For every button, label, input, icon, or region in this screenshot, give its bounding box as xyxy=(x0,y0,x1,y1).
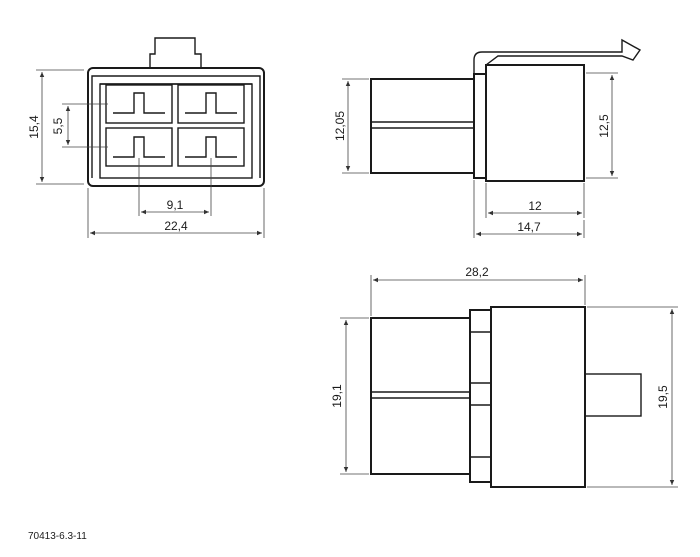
top-latch-tab xyxy=(584,373,642,417)
terminal-top-left xyxy=(113,92,165,114)
side-housing-flange xyxy=(473,73,487,179)
part-code-label: 70413-6.3-11 xyxy=(28,531,87,542)
top-housing-flange xyxy=(469,309,492,483)
dim-housing-height: 12,5 xyxy=(597,114,611,138)
cavity-top-right xyxy=(177,84,245,124)
dim-front-height: 15,4 xyxy=(27,115,41,139)
side-view: 12,05 12,5 12 14,7 xyxy=(333,38,642,238)
dim-top-overall-length: 28,2 xyxy=(465,265,489,279)
dim-plug-width: 19,1 xyxy=(330,384,344,408)
dim-side-overall-length: 14,7 xyxy=(517,220,541,234)
front-view: 15,4 5,5 9,1 22,4 xyxy=(27,37,265,238)
side-latch-arm xyxy=(473,38,642,74)
dim-housing-length: 12 xyxy=(528,199,542,213)
dim-plug-height: 12,05 xyxy=(333,111,347,141)
terminal-top-right xyxy=(185,92,237,114)
terminal-cavities xyxy=(105,84,245,167)
side-housing-body xyxy=(485,64,585,182)
top-housing-body xyxy=(490,306,586,488)
cavity-top-left xyxy=(105,84,173,124)
top-plug-body xyxy=(370,317,471,475)
dim-housing-width: 19,5 xyxy=(656,385,670,409)
front-latch-tab xyxy=(149,37,202,68)
terminal-bottom-left xyxy=(113,136,165,158)
top-view: 28,2 19,1 19,5 xyxy=(330,265,678,488)
dim-row-pitch: 5,5 xyxy=(51,117,65,134)
side-plug-body xyxy=(370,78,475,174)
dim-column-pitch: 9,1 xyxy=(167,198,184,212)
dim-front-width: 22,4 xyxy=(164,219,188,233)
front-housing-inner-rim xyxy=(91,75,261,178)
front-inner-frame xyxy=(99,83,253,179)
terminal-bottom-right xyxy=(185,136,237,158)
front-housing-outer xyxy=(87,67,265,187)
